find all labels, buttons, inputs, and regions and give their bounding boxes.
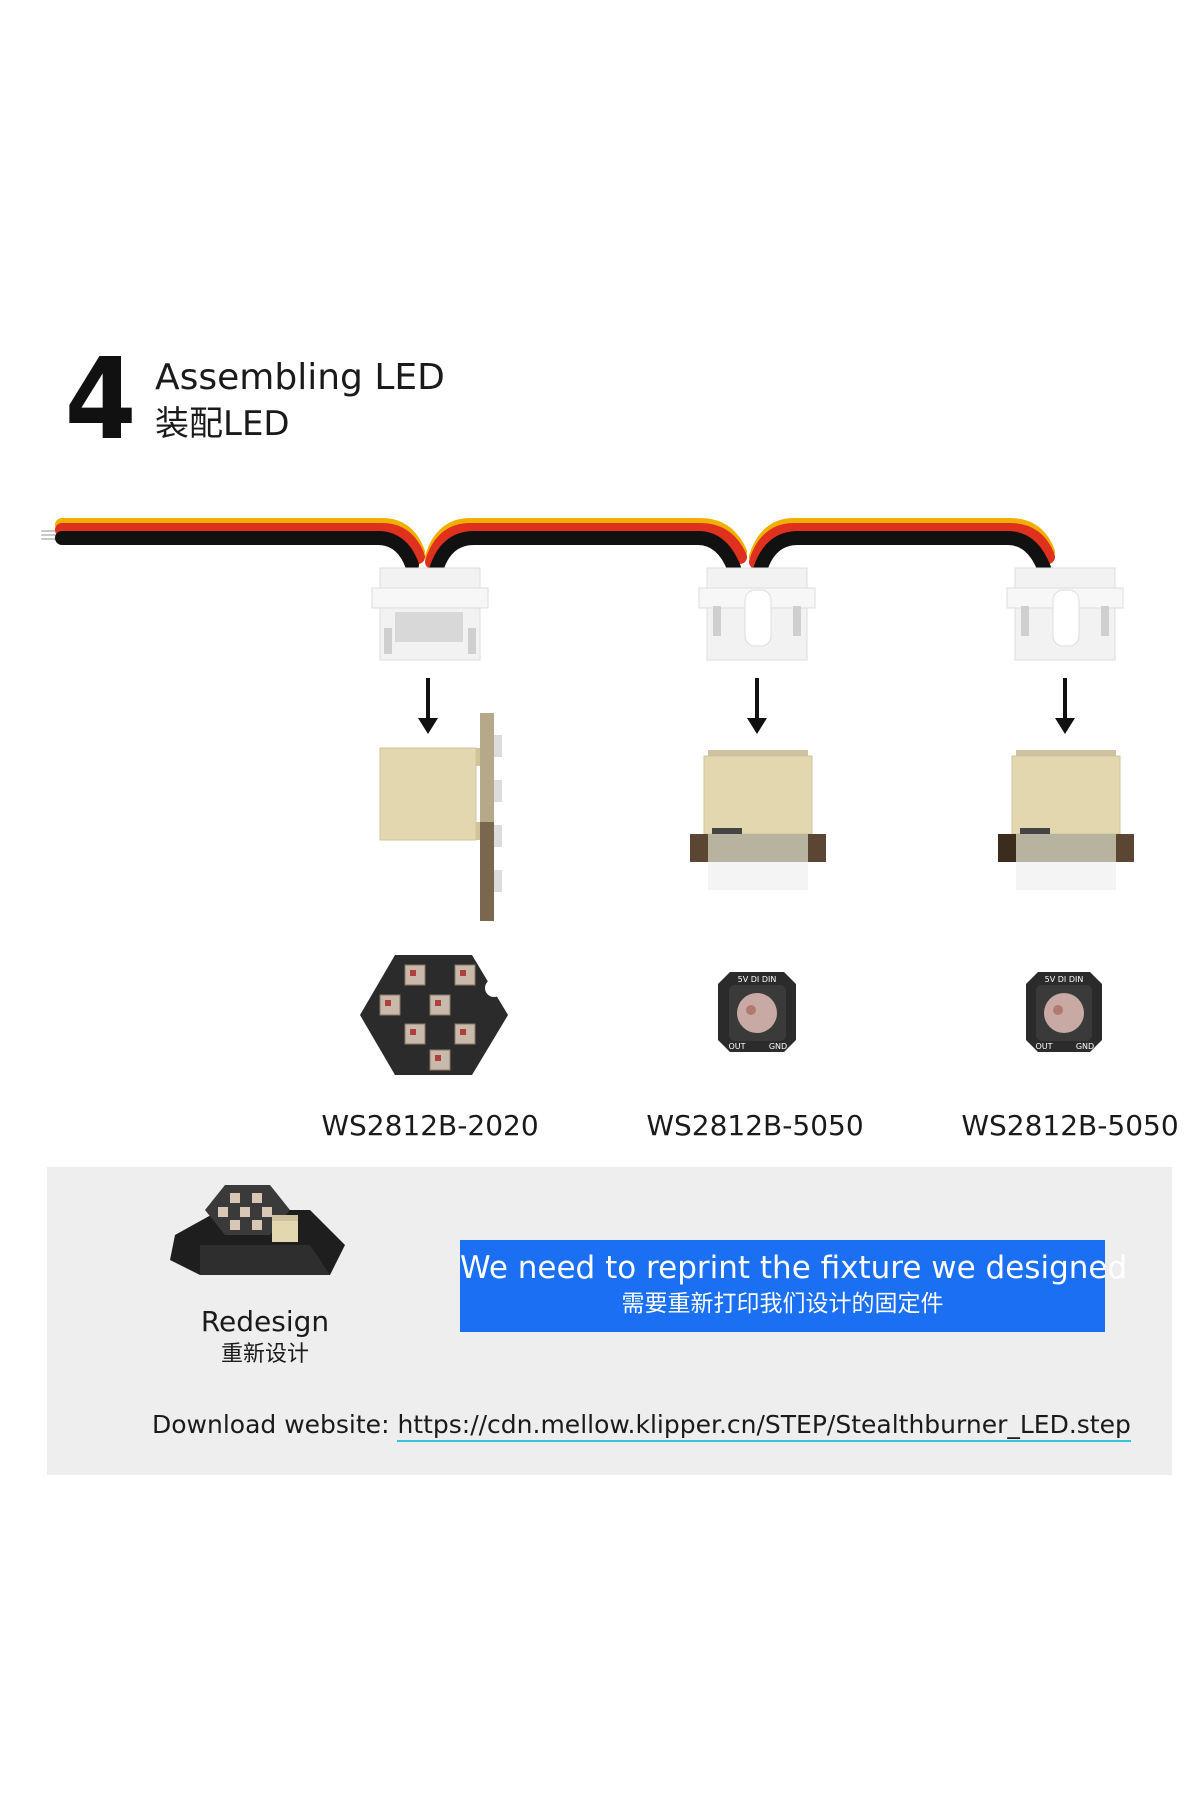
download-link[interactable]: https://cdn.mellow.klipper.cn/STEP/Steal…: [397, 1410, 1131, 1442]
board-marking-top: 5V DI DIN: [738, 975, 777, 984]
led-board-square: 5V DI DIN OUT GND: [1026, 972, 1102, 1052]
assembly-diagram: 5V DI DIN OUT GND 5V DI DIN OUT GND: [41, 518, 1134, 1075]
board-marking-gnd: GND: [1076, 1042, 1094, 1051]
led-board-square: 5V DI DIN OUT GND: [718, 972, 796, 1052]
down-arrow-icon: [1055, 678, 1075, 734]
wire-harness: [41, 518, 1055, 577]
download-row: Download website: https://cdn.mellow.kli…: [152, 1408, 1131, 1442]
board-marking-top: 5V DI DIN: [1045, 975, 1084, 984]
led-5050-side-view: [690, 750, 826, 890]
3d-printed-fixture: [170, 1185, 345, 1275]
board-marking-out: OUT: [728, 1042, 745, 1051]
reprint-notice: We need to reprint the fixture we design…: [460, 1240, 1128, 1332]
led-label-ws2812b-2020: WS2812B-2020: [321, 1109, 539, 1142]
step-number: 4: [64, 335, 137, 465]
board-marking-out: OUT: [1035, 1042, 1052, 1051]
led-5050-side-view: [998, 750, 1134, 890]
step-title-en: Assembling LED: [155, 357, 445, 398]
led-board-hexagon: [360, 955, 508, 1075]
step-title-zh: 装配LED: [155, 404, 290, 444]
notice-text-en: We need to reprint the fixture we design…: [460, 1250, 1128, 1286]
jst-connector: [698, 567, 816, 661]
redesign-label-zh: 重新设计: [220, 1342, 309, 1367]
down-arrow-icon: [747, 678, 767, 734]
jst-connector: [1006, 567, 1124, 661]
led-label-ws2812b-5050: WS2812B-5050: [961, 1109, 1179, 1142]
down-arrow-icon: [418, 678, 438, 734]
download-label: Download website:: [152, 1410, 398, 1439]
led-label-ws2812b-5050: WS2812B-5050: [646, 1109, 864, 1142]
notice-text-zh: 需要重新打印我们设计的固定件: [621, 1291, 944, 1317]
redesign-label-en: Redesign: [200, 1305, 330, 1338]
board-marking-gnd: GND: [769, 1042, 787, 1051]
led-2020-side-view: [379, 713, 502, 921]
jst-connector: [371, 567, 489, 661]
